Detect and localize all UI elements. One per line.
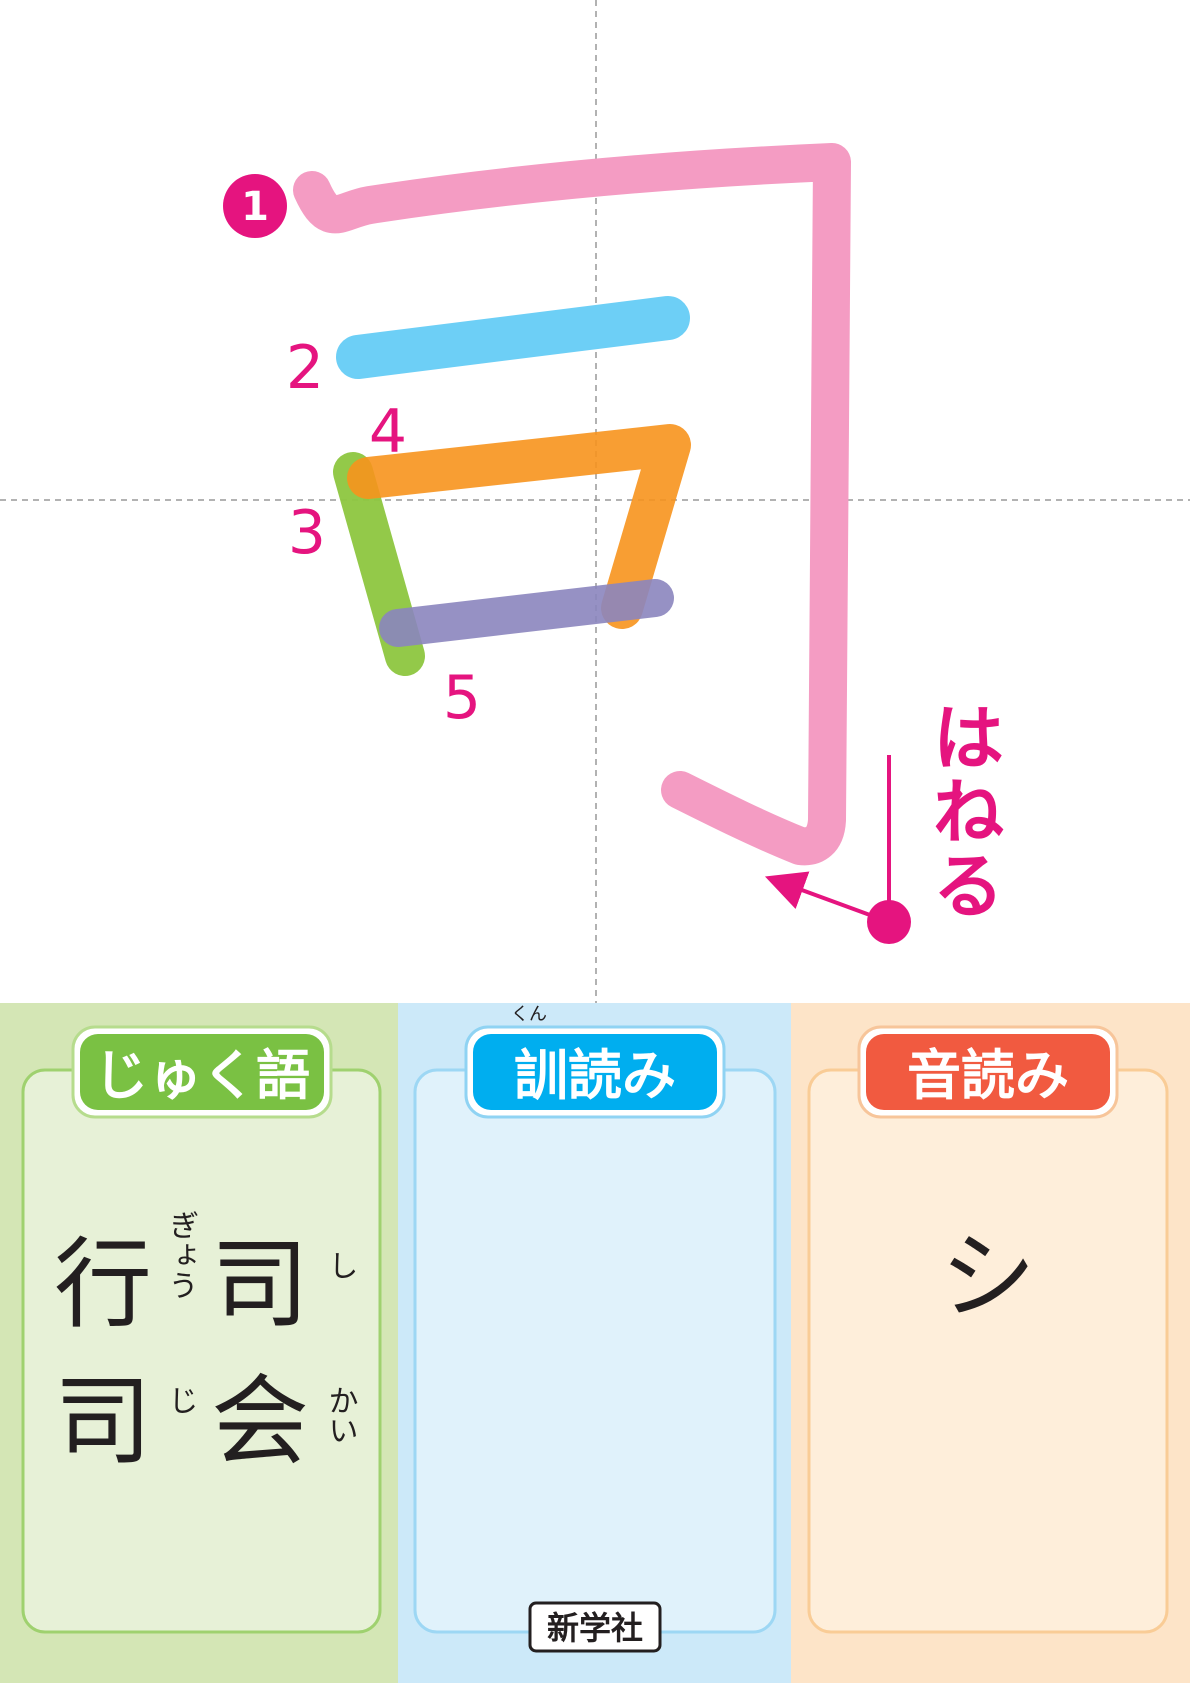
onyomi-reading: シ xyxy=(940,1221,1036,1333)
stroke-number-1: 1 xyxy=(241,184,269,230)
jukugo-word-2-kanji-1: 行 xyxy=(54,1228,152,1342)
kunyomi-header: 訓読み xyxy=(514,1044,676,1107)
onyomi-card xyxy=(807,1068,1169,1634)
publisher-logo-frame xyxy=(528,1601,662,1653)
jukugo-word-2-furigana-1: ぎょう xyxy=(163,1210,198,1300)
publisher-name: 新学社 xyxy=(547,1609,643,1647)
hane-dot xyxy=(867,900,911,944)
stroke-2 xyxy=(336,296,690,379)
jukugo-word-2-furigana-2: じ xyxy=(163,1385,198,1415)
stroke-1 xyxy=(293,143,851,866)
jukugo-header-pill xyxy=(80,1034,324,1110)
jukugo-card xyxy=(21,1068,382,1634)
onyomi-header-pill xyxy=(866,1034,1110,1110)
kunyomi-header-pill xyxy=(473,1034,717,1110)
stroke-number-1-badge xyxy=(223,174,287,238)
jukugo-word-1-kanji-2: 会 xyxy=(211,1365,309,1479)
jukugo-word-2-kanji-2: 司 xyxy=(54,1365,152,1479)
jukugo-word-1-furigana-2: かい xyxy=(323,1385,358,1445)
onyomi-panel: 音読み シ xyxy=(791,1003,1190,1683)
stroke-4 xyxy=(347,424,691,629)
jukugo-header: じゅく語 xyxy=(94,1044,310,1107)
publisher-logo: 新学社 xyxy=(528,1601,662,1653)
hane-label: はねる xyxy=(920,700,1004,922)
jukugo-word-1-kanji-1: 司 xyxy=(211,1228,309,1342)
kunyomi-card xyxy=(413,1068,777,1634)
kunyomi-panel: くん 訓読み xyxy=(398,1003,791,1683)
stroke-number-5: 5 xyxy=(443,663,481,733)
kunyomi-header-ruby: くん xyxy=(511,1004,547,1025)
stroke-number-2: 2 xyxy=(286,333,324,403)
stroke-number-4: 4 xyxy=(369,397,407,467)
stroke-order-area: 1 2 3 4 5 はねる xyxy=(0,0,1190,1003)
jukugo-word-1-furigana-1: し xyxy=(323,1250,358,1280)
jukugo-panel: じゅく語 司 会 し かい 行 司 ぎょう じ xyxy=(0,1003,398,1683)
stroke-5 xyxy=(379,579,674,647)
stroke-number-3: 3 xyxy=(288,498,326,568)
onyomi-header: 音読み xyxy=(907,1044,1069,1107)
